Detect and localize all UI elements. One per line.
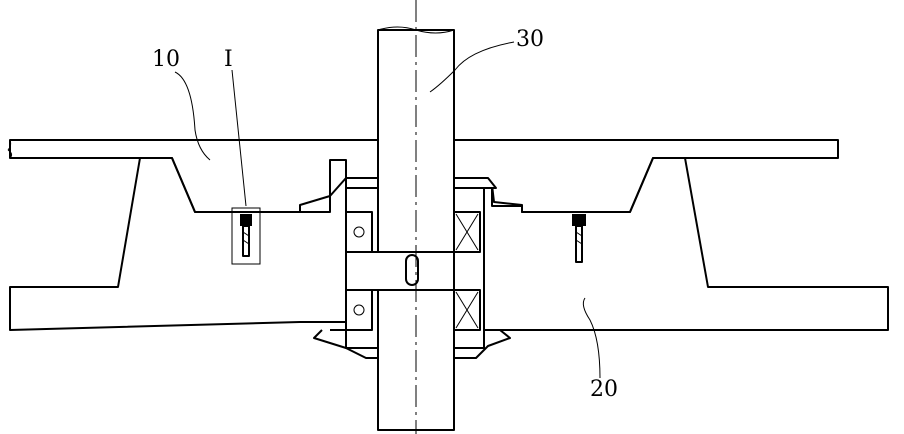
label-part-20: 20 (590, 377, 618, 402)
label-part-30: 30 (516, 27, 544, 52)
label-detail-I: I (224, 47, 233, 72)
label-part-10: 10 (152, 47, 180, 72)
screw-right (572, 214, 586, 262)
screw-left (232, 208, 260, 264)
